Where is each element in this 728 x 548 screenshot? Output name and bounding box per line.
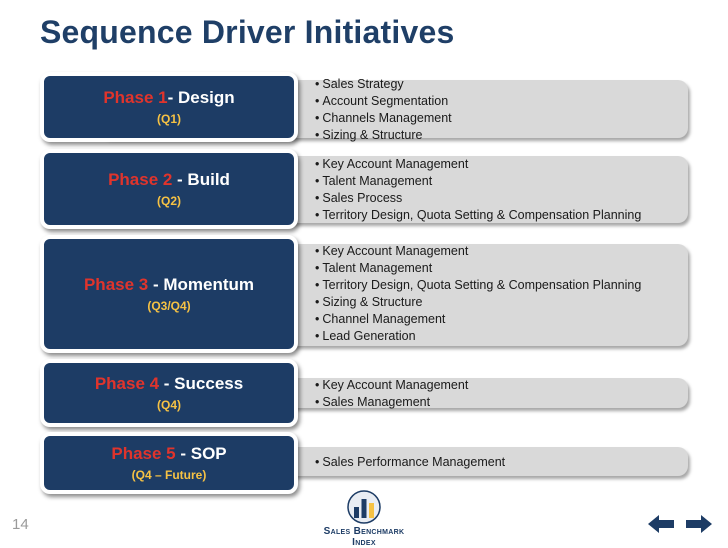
phase-2-title: Phase 2 - Build (108, 170, 230, 190)
phase-4-box: Phase 4 - Success (Q4) (40, 359, 298, 427)
phase-5-name: - SOP (175, 444, 227, 463)
phase-3-label: Phase 3 (83, 275, 149, 294)
phase-3-bullets: Key Account Management Talent Management… (315, 243, 641, 345)
phase-2-bullets: Key Account Management Talent Management… (315, 156, 641, 224)
phase-3-name: - Momentum (148, 275, 255, 294)
phase-1-title: Phase 1- Design (103, 88, 234, 108)
list-item: Sales Management (315, 394, 468, 411)
phase-3-period: (Q3/Q4) (147, 299, 191, 313)
phase-5-box: Phase 5 - SOP (Q4 – Future) (40, 432, 298, 494)
list-item: Talent Management (315, 260, 641, 277)
phase-row-3: Phase 3 - Momentum (Q3/Q4) Key Account M… (40, 235, 688, 353)
logo-text: Sales Benchmark Index (323, 526, 405, 548)
phase-1-label: Phase 1 (103, 88, 168, 107)
bar-chart-logo-icon (347, 490, 381, 524)
phase-row-2: Phase 2 - Build (Q2) Key Account Managem… (40, 149, 688, 229)
list-item: Talent Management (315, 173, 641, 190)
list-item: Account Segmentation (315, 93, 452, 110)
phase-4-label: Phase 4 (94, 374, 160, 393)
phase-5-label: Phase 5 (111, 444, 176, 463)
phase-1-period: (Q1) (157, 112, 181, 126)
phase-2-label: Phase 2 (108, 170, 173, 189)
phase-row-4: Phase 4 - Success (Q4) Key Account Manag… (40, 359, 688, 427)
list-item: Channels Management (315, 110, 451, 127)
phase-5-period: (Q4 – Future) (131, 468, 207, 482)
list-item: Territory Design, Quota Setting & Compen… (315, 277, 641, 294)
phase-4-bullets: Key Account Management Sales Management (315, 377, 468, 411)
phase-row-5: Phase 5 - SOP (Q4 – Future) Sales Perfor… (40, 432, 688, 494)
company-logo: Sales Benchmark Index (314, 490, 414, 548)
phase-3-box: Phase 3 - Momentum (Q3/Q4) (40, 235, 298, 353)
list-item: Lead Generation (315, 328, 641, 345)
slide-title: Sequence Driver Initiatives (40, 14, 455, 50)
list-item: Key Account Management (315, 243, 641, 260)
list-item: Sales Process (315, 190, 641, 207)
list-item: Sales Strategy (315, 76, 452, 93)
list-item: Key Account Management (315, 377, 468, 394)
phase-5-bullets: Sales Performance Management (315, 454, 505, 471)
arrow-right-icon[interactable] (684, 513, 714, 535)
list-item: Sizing & Structure (315, 294, 641, 311)
list-item: Key Account Management (315, 156, 641, 173)
phase-2-box: Phase 2 - Build (Q2) (40, 149, 298, 229)
phase-1-bullets: Sales Strategy Account Segmentation Chan… (315, 76, 452, 144)
page-number: 14 (12, 516, 29, 533)
phase-1-name: - Design (167, 88, 235, 107)
phase-4-title: Phase 4 - Success (95, 374, 243, 394)
list-item: Sizing & Structure (315, 127, 452, 144)
list-item: Sales Performance Management (315, 454, 505, 471)
phase-1-box: Phase 1- Design (Q1) (40, 72, 298, 142)
phase-row-1: Phase 1- Design (Q1) Sales Strategy Acco… (40, 72, 688, 142)
list-item: Channel Management (315, 311, 641, 328)
phase-4-period: (Q4) (157, 398, 181, 412)
phase-2-period: (Q2) (157, 194, 181, 208)
list-item: Territory Design, Quota Setting & Compen… (315, 207, 641, 224)
phase-4-name: - Success (159, 374, 244, 393)
phase-3-title: Phase 3 - Momentum (84, 275, 254, 295)
phase-2-name: - Build (172, 170, 230, 189)
arrow-left-icon[interactable] (646, 513, 676, 535)
phase-5-title: Phase 5 - SOP (111, 444, 226, 464)
